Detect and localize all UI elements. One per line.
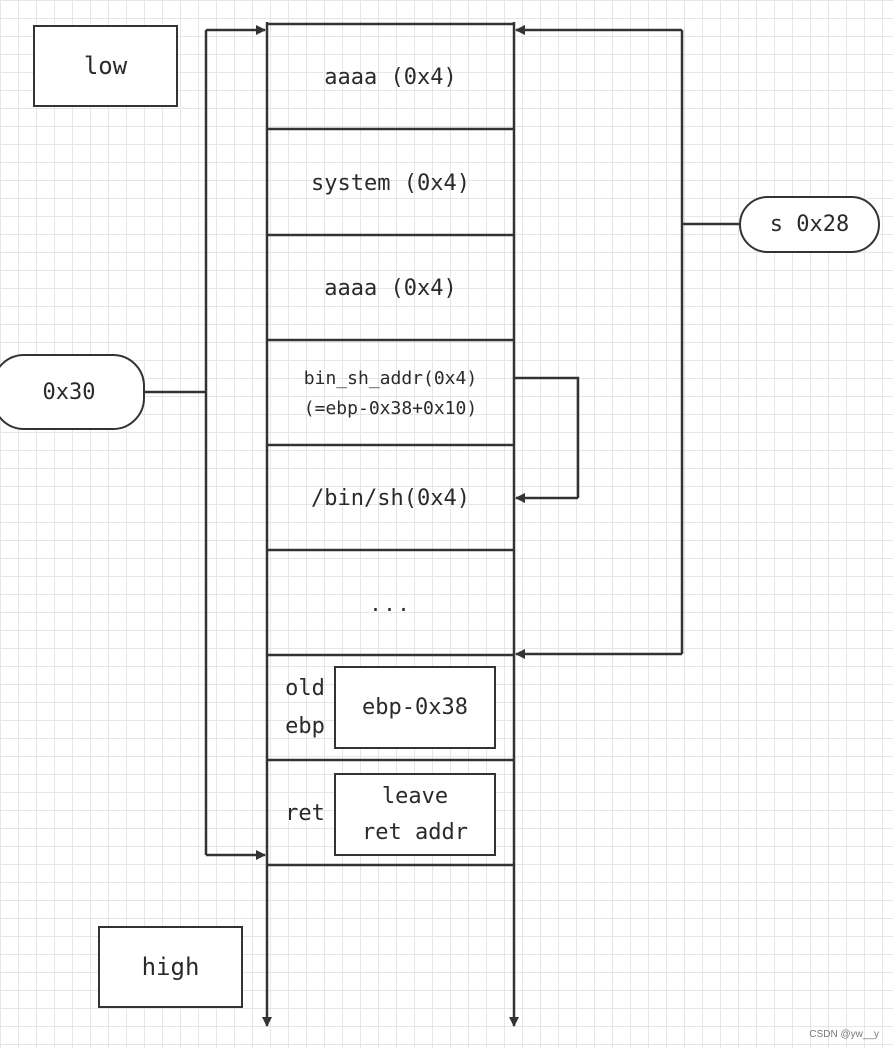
stack-cell-label: aaaa (0x4) <box>324 65 457 90</box>
ret-value: leave ret addr <box>362 783 468 845</box>
s-size-bracket <box>515 25 739 659</box>
stack-cell-dividers <box>267 22 514 867</box>
bin-sh-pointer-arrow <box>514 376 580 503</box>
high-marker-box <box>98 926 243 1008</box>
stack-cell-label: system (0x4) <box>311 170 470 196</box>
high-marker-label: high <box>141 953 200 981</box>
total-size-bracket <box>144 25 266 860</box>
low-marker-label: low <box>83 52 128 80</box>
old-ebp-value-box <box>334 666 496 749</box>
s-size-callout-label: s 0x28 <box>769 212 850 237</box>
old-ebp-label: old ebp <box>285 676 325 739</box>
ret-value-box <box>334 773 496 856</box>
ret-label: ret <box>285 800 325 826</box>
old-ebp-value: ebp-0x38 <box>362 695 468 720</box>
stack-cell-label: /bin/sh(0x4) <box>311 486 470 511</box>
s-size-callout-box <box>739 196 880 253</box>
watermark: CSDN @yw__y <box>809 1029 879 1040</box>
stack-cell-label: bin_sh_addr(0x4) (=ebp-0x38+0x10) <box>303 367 478 419</box>
stack-cell-label: ... <box>369 591 412 616</box>
total-size-callout-label: 0x30 <box>42 379 96 405</box>
stack-cell-label: aaaa (0x4) <box>324 276 457 301</box>
low-marker-box <box>33 25 178 107</box>
total-size-callout-box <box>0 354 145 430</box>
